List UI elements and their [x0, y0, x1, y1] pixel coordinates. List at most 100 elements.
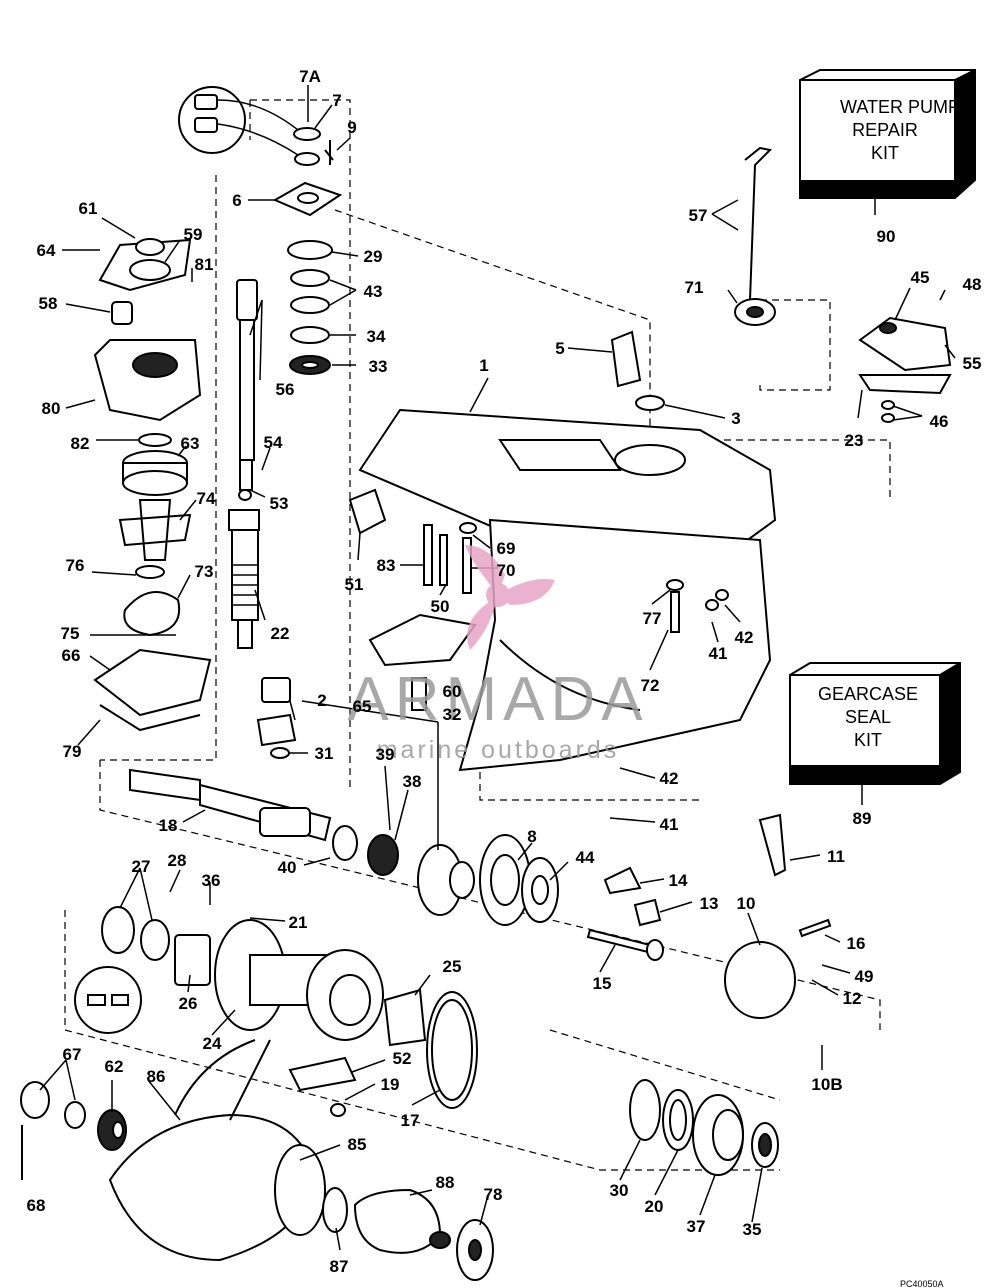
part-impeller-group	[118, 450, 192, 637]
callout-21: 21	[289, 913, 308, 932]
callout-75: 75	[61, 624, 80, 643]
water-pump-kit-line1: WATER PUMP	[840, 97, 960, 117]
callout-34: 34	[367, 327, 386, 346]
callout-55: 55	[963, 354, 982, 373]
part-bearing-22	[228, 509, 260, 649]
callout-17: 17	[401, 1111, 420, 1130]
callout-1: 1	[479, 356, 488, 375]
part-pump-body-80	[93, 301, 202, 447]
callout-45: 45	[911, 268, 930, 287]
callout-81: 81	[195, 255, 214, 274]
part-fitting-51	[348, 488, 387, 535]
part-anode-5	[610, 330, 665, 411]
callout-58: 58	[39, 294, 58, 313]
callout-71: 71	[685, 278, 704, 297]
callout-10: 10	[737, 894, 756, 913]
callout-59: 59	[184, 225, 203, 244]
callout-73: 73	[195, 562, 214, 581]
gearcase-seal-kit-box: GEARCASE SEAL KIT	[789, 662, 961, 785]
callout-89: 89	[853, 809, 872, 828]
part-propshaft-18	[129, 768, 358, 861]
callout-52: 52	[393, 1049, 412, 1068]
part-pinion-bearing-2	[256, 677, 297, 759]
callout-60: 60	[443, 682, 462, 701]
callout-70: 70	[497, 561, 516, 580]
part-number-callouts: 7A 7 9 6 29 43 34 33 61 64 59 81 58 80 8…	[27, 67, 982, 1276]
callout-83: 83	[377, 556, 396, 575]
part-shift-linkage	[586, 813, 832, 1019]
callout-69: 69	[497, 539, 516, 558]
callout-7: 7	[332, 91, 341, 110]
callout-11: 11	[827, 847, 845, 866]
callout-39: 39	[376, 745, 395, 764]
part-driveshaft-56	[236, 279, 258, 501]
assembly-guide-lines	[64, 99, 891, 1171]
callout-67: 67	[63, 1045, 82, 1064]
callout-5: 5	[555, 339, 564, 358]
callout-30: 30	[610, 1181, 629, 1200]
callout-33: 33	[369, 357, 388, 376]
callout-24: 24	[203, 1034, 222, 1053]
callout-20: 20	[645, 1197, 664, 1216]
water-pump-kit-line2: REPAIR	[852, 120, 918, 140]
callout-36: 36	[202, 871, 221, 890]
part-gearcase-1	[358, 408, 777, 772]
callout-82: 82	[71, 434, 90, 453]
footer-code: PC40050A	[900, 1279, 944, 1288]
callout-15: 15	[593, 974, 612, 993]
callout-62: 62	[105, 1057, 124, 1076]
water-pump-kit-line3: KIT	[871, 143, 899, 163]
shim-stack	[287, 240, 333, 375]
callout-56: 56	[276, 380, 295, 399]
callout-19: 19	[381, 1075, 400, 1094]
callout-78: 78	[484, 1185, 503, 1204]
gearcase-kit-line3: KIT	[854, 730, 882, 750]
part-studs	[423, 522, 729, 633]
part-plate-66	[93, 648, 212, 732]
callout-43: 43	[364, 282, 383, 301]
callout-7A: 7A	[299, 67, 321, 86]
part-clutch-38	[367, 834, 475, 916]
part-forward-gear-37	[629, 1079, 779, 1176]
callout-3: 3	[731, 409, 740, 428]
part-propeller-86	[20, 1039, 494, 1281]
gearcase-kit-line2: SEAL	[845, 707, 891, 727]
callout-35: 35	[743, 1220, 762, 1239]
callout-6: 6	[232, 191, 241, 210]
detail-circle-seals	[178, 86, 299, 156]
callout-80: 80	[42, 399, 61, 418]
callout-8: 8	[527, 827, 536, 846]
callout-41a: 41	[709, 644, 728, 663]
gearcase-kit-line1: GEARCASE	[818, 684, 918, 704]
callout-16: 16	[847, 934, 866, 953]
callout-42b: 42	[660, 769, 679, 788]
callout-28: 28	[168, 851, 187, 870]
callout-57: 57	[689, 206, 708, 225]
callout-18: 18	[159, 816, 178, 835]
armada-watermark: ARMADA marine outboards	[347, 545, 643, 764]
callout-74: 74	[197, 489, 216, 508]
part-washers	[479, 834, 559, 926]
callout-42a: 42	[735, 628, 754, 647]
part-seal-7	[293, 127, 334, 166]
callout-49: 49	[855, 967, 874, 986]
callout-51: 51	[345, 575, 364, 594]
part-tube-57	[734, 146, 776, 326]
callout-50: 50	[431, 597, 450, 616]
callout-79: 79	[63, 742, 82, 761]
callout-40: 40	[278, 858, 297, 877]
callout-85: 85	[348, 1135, 367, 1154]
callout-77: 77	[643, 609, 662, 628]
callout-68: 68	[27, 1196, 46, 1215]
callout-48: 48	[963, 275, 982, 294]
propeller-logo-icon	[465, 545, 555, 650]
callout-65: 65	[353, 697, 372, 716]
callout-22: 22	[271, 624, 290, 643]
callout-31: 31	[315, 744, 334, 763]
callout-38: 38	[403, 772, 422, 791]
callout-63: 63	[181, 434, 200, 453]
callout-10B: 10B	[811, 1075, 842, 1094]
callout-53: 53	[270, 494, 289, 513]
callout-23: 23	[845, 431, 864, 450]
part-plate-60	[368, 613, 477, 711]
